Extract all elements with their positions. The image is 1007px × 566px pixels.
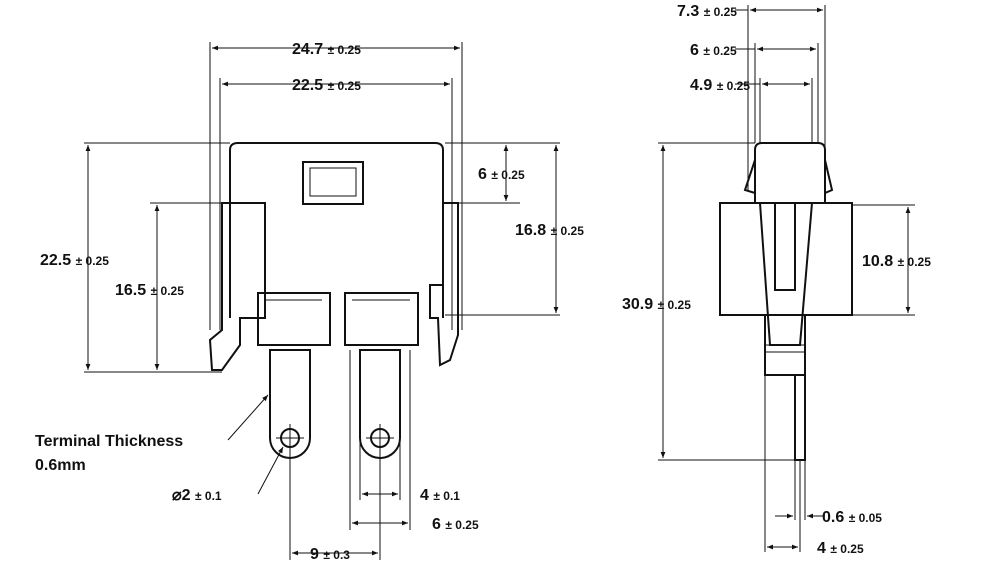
terminal-thickness-note: Terminal Thickness — [35, 433, 183, 450]
front-body-outline — [229, 142, 444, 318]
dim-tab-height: 16.5 ± 0.25 — [115, 282, 184, 299]
latch-window — [302, 161, 364, 205]
front-view: 24.7 ± 0.25 22.5 ± 0.25 6 ± 0.25 16.8 ± … — [35, 41, 584, 563]
dim-total-height: 30.9 ± 0.25 — [622, 296, 691, 313]
right-terminal-housing — [344, 292, 419, 346]
dim-body-height: 16.8 ± 0.25 — [515, 222, 584, 239]
dim-top-width: 6 ± 0.25 — [690, 42, 737, 59]
side-view: 7.3 ± 0.25 6 ± 0.25 4.9 ± 0.25 30.9 ± 0.… — [622, 3, 931, 557]
left-terminal-housing — [257, 292, 331, 346]
left-terminal — [269, 349, 311, 459]
dim-hole-diameter: ⌀2 ± 0.1 — [172, 487, 222, 504]
side-latch — [743, 159, 834, 194]
dim-overall-height: 22.5 ± 0.25 — [40, 252, 109, 269]
left-side-tab — [208, 202, 266, 371]
terminal-thickness-value: 0.6mm — [35, 457, 86, 474]
side-terminal — [794, 374, 806, 461]
dim-terminal-width: 4 ± 0.1 — [420, 487, 460, 504]
side-top-body — [754, 142, 826, 203]
dim-latch-span: 7.3 ± 0.25 — [677, 3, 737, 20]
dim-terminal-offset: 4 ± 0.25 — [817, 540, 864, 557]
dim-inner-width: 4.9 ± 0.25 — [690, 77, 750, 94]
dim-terminal-thickness: 0.6 ± 0.05 — [822, 509, 882, 526]
dim-wing-height: 10.8 ± 0.25 — [862, 253, 931, 270]
dim-housing-width: 6 ± 0.25 — [432, 516, 479, 533]
dim-terminal-pitch: 9 ± 0.3 — [310, 546, 350, 563]
dim-overall-width: 24.7 ± 0.25 — [292, 41, 361, 58]
right-side-tab — [429, 202, 459, 367]
side-wings — [719, 202, 853, 316]
dim-body-width: 22.5 ± 0.25 — [292, 77, 361, 94]
dim-latch-height: 6 ± 0.25 — [478, 166, 525, 183]
